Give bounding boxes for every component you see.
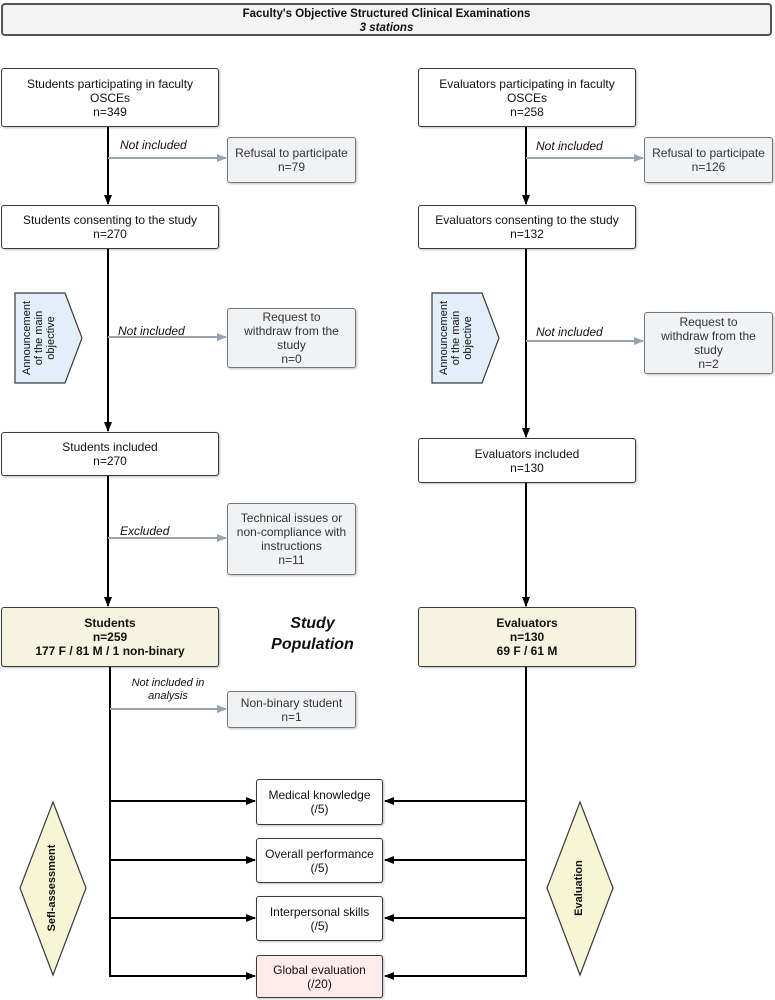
outcome-label: Overall performance — [265, 846, 374, 861]
students-excluded-label: Excluded — [120, 524, 170, 538]
box-label: Evaluators participating in faculty OSCE… — [439, 76, 615, 105]
outcome-global-evaluation: Global evaluation (/20) — [256, 955, 383, 998]
evaluators-included-box: Evaluators included n=130 — [418, 438, 636, 483]
box-label: Evaluators — [496, 616, 558, 630]
evaluators-not-included-label-1: Not included — [536, 139, 603, 153]
header-subtitle: 3 stations — [359, 22, 414, 34]
box-count: n=2 — [698, 357, 719, 371]
box-label: Technical issues or non-compliance with … — [236, 511, 347, 553]
evaluators-consenting-box: Evaluators consenting to the study n=132 — [418, 205, 636, 249]
self-assessment-diamond — [19, 800, 87, 977]
box-detail: 177 F / 81 M / 1 non-binary — [35, 644, 185, 658]
students-not-in-analysis-label: Not included in analysis — [131, 677, 205, 702]
students-included-box: Students included n=270 — [1, 432, 219, 476]
evaluator-announcement-text: Announcement of the main objective — [433, 296, 479, 380]
box-count: n=259 — [92, 630, 128, 644]
students-nonbinary-box: Non-binary student n=1 — [227, 691, 356, 728]
evaluator-announcement-pentagon — [431, 292, 500, 384]
box-label: Refusal to participate — [235, 146, 348, 160]
box-label: Evaluators consenting to the study — [435, 213, 619, 227]
box-label: Evaluators included — [474, 446, 580, 461]
evaluation-diamond — [546, 800, 614, 977]
outcome-score: (/5) — [310, 802, 329, 816]
evaluators-not-included-label-2: Not included — [536, 325, 603, 339]
announcement-label: Announcement of the main objective — [21, 301, 57, 375]
box-count: n=130 — [510, 460, 544, 475]
box-detail: 69 F / 61 M — [496, 644, 558, 658]
box-label: Students — [84, 616, 136, 630]
students-participating-box: Students participating in faculty OSCEs … — [1, 68, 219, 127]
students-not-included-label-1: Not included — [120, 138, 187, 152]
box-count: n=270 — [93, 227, 127, 241]
box-count: n=130 — [509, 630, 545, 644]
students-refusal-box: Refusal to participate n=79 — [227, 137, 356, 183]
box-label: Non-binary student — [240, 695, 343, 710]
evaluators-participating-box: Evaluators participating in faculty OSCE… — [418, 68, 636, 127]
outcome-label: Global evaluation — [273, 962, 366, 977]
outcome-medical-knowledge: Medical knowledge (/5) — [256, 779, 383, 825]
student-announcement-pentagon — [14, 292, 83, 384]
study-population-label: Study Population — [271, 615, 354, 653]
outcome-label: Medical knowledge — [268, 788, 371, 802]
outcome-interpersonal-skills: Interpersonal skills (/5) — [256, 896, 383, 941]
evaluators-withdraw-box: Request to withdraw from the study n=2 — [644, 312, 773, 374]
box-count: n=258 — [510, 104, 544, 119]
box-count: n=270 — [93, 454, 127, 468]
outcome-score: (/20) — [307, 976, 332, 991]
outcome-score: (/5) — [310, 860, 329, 875]
outcome-overall-performance: Overall performance (/5) — [256, 838, 383, 883]
box-count: n=0 — [281, 352, 302, 366]
evaluation-label: Evaluation — [573, 860, 585, 916]
outcome-label: Interpersonal skills — [269, 904, 370, 919]
box-label: Request to withdraw from the study — [244, 310, 339, 352]
box-count: n=349 — [93, 104, 127, 119]
box-label: Students participating in faculty OSCEs — [26, 76, 194, 105]
student-announcement-text: Announcement of the main objective — [16, 296, 62, 380]
students-consenting-box: Students consenting to the study n=270 — [1, 205, 219, 249]
students-not-included-label-2: Not included — [118, 324, 185, 338]
announcement-label: Announcement of the main objective — [438, 301, 474, 375]
box-label: Refusal to participate — [652, 146, 765, 160]
students-final-box: Students n=259 177 F / 81 M / 1 non-bina… — [1, 607, 219, 667]
header-title-box: Faculty's Objective Structured Clinical … — [1, 3, 772, 36]
outcome-score: (/5) — [310, 918, 329, 933]
box-count: n=11 — [278, 553, 305, 567]
box-count: n=1 — [281, 709, 302, 724]
students-withdraw-box: Request to withdraw from the study n=0 — [227, 308, 356, 368]
box-label: Students consenting to the study — [22, 213, 198, 227]
box-count: n=126 — [691, 160, 726, 174]
self-assessment-label: Sefl-assessment — [46, 844, 58, 932]
evaluators-final-box: Evaluators n=130 69 F / 61 M — [418, 607, 636, 667]
header-title: Faculty's Objective Structured Clinical … — [242, 8, 531, 20]
evaluators-refusal-box: Refusal to participate n=126 — [644, 137, 773, 183]
box-label: Students included — [62, 440, 158, 454]
box-label: Request to withdraw from the study — [661, 315, 756, 357]
box-count: n=132 — [510, 227, 544, 241]
box-count: n=79 — [277, 160, 306, 174]
students-technical-box: Technical issues or non-compliance with … — [227, 503, 356, 575]
